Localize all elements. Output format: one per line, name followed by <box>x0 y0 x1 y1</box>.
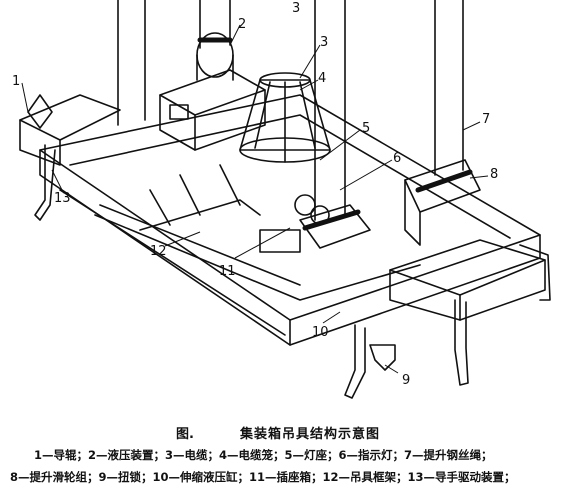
pulley-block-mid <box>299 204 371 249</box>
label-3-top: 3 <box>292 1 300 16</box>
label-1: 1 <box>12 74 20 89</box>
label-6: 6 <box>393 151 401 166</box>
hoisting-rope <box>117 0 464 221</box>
main-frame-bottom <box>39 149 291 346</box>
lamp-holder <box>294 194 330 225</box>
label-2: 2 <box>238 17 246 32</box>
guide-arm-left <box>34 144 56 221</box>
left-end-beam <box>19 94 121 141</box>
label-5: 5 <box>362 121 370 136</box>
guide-arm-right-front <box>344 324 366 399</box>
figure-number: 图. <box>176 427 194 442</box>
figure-title: 集装箱吊具结构示意图 <box>240 427 381 442</box>
pulley-block-rear <box>196 32 234 81</box>
label-3: 3 <box>320 35 328 50</box>
telescopic-beam <box>94 214 421 301</box>
legend-line-1: 1—导辊；2—液压装置；3—电缆；4—电缆笼；5—灯座；6—指示灯；7—提升钢丝… <box>34 448 493 462</box>
twistlock <box>369 344 396 371</box>
pulley-block-front <box>404 159 481 246</box>
label-7: 7 <box>482 112 490 127</box>
spreader-structure-drawing: 1 2 3 3 4 5 6 7 8 9 10 11 12 13 <box>12 0 551 399</box>
label-11: 11 <box>219 264 236 279</box>
label-12: 12 <box>150 244 167 259</box>
label-9: 9 <box>402 373 410 388</box>
legend-line-2: 8—提升滑轮组；9—扭锁；10—伸缩液压缸；11—插座箱；12—吊具框架；13—… <box>10 470 516 484</box>
label-4: 4 <box>318 71 326 86</box>
guide-arm-right-rear <box>454 299 469 386</box>
label-13: 13 <box>54 191 71 206</box>
socket-box <box>259 229 301 253</box>
label-8: 8 <box>490 167 498 182</box>
label-10: 10 <box>312 325 329 340</box>
